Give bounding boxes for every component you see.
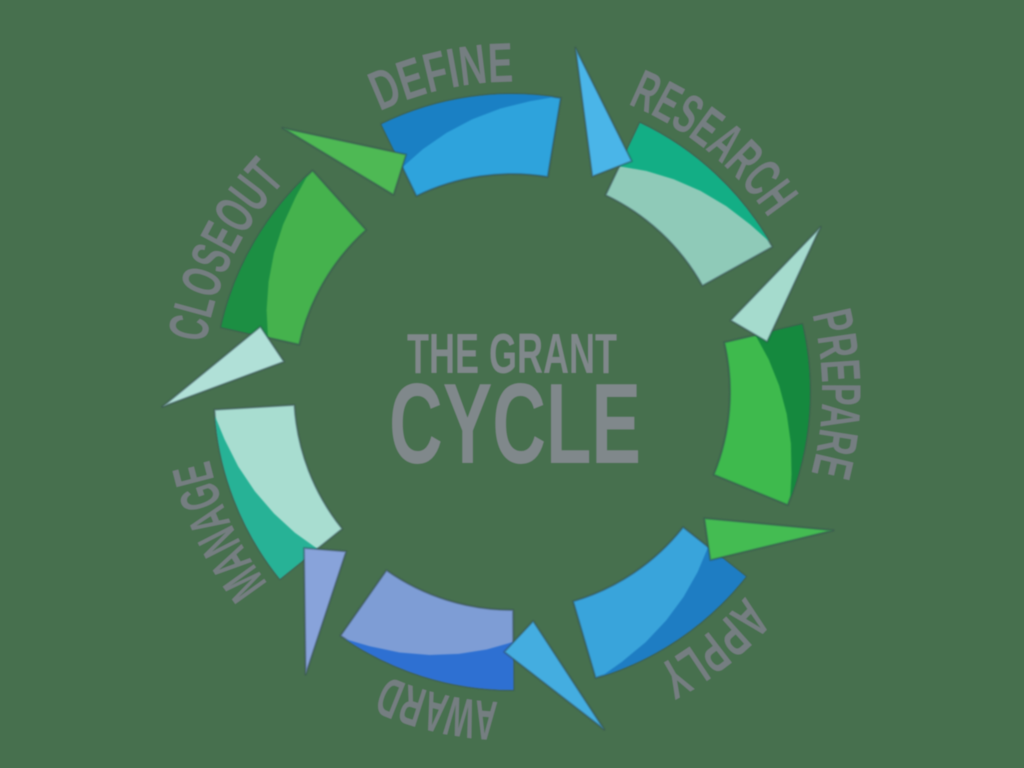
cycle-arrow-bodies <box>213 93 811 692</box>
stage-arrow-shade-apply <box>587 546 746 678</box>
stage-arrow-research <box>604 121 774 287</box>
stage-arrowhead-define <box>574 46 633 178</box>
stage-arrow-shade-manage <box>214 405 318 579</box>
stage-arrowhead-award <box>303 547 348 676</box>
stage-arrowhead-research <box>729 225 822 343</box>
stage-arrowhead-manage <box>161 325 285 408</box>
stage-arrowhead-prepare <box>703 517 835 562</box>
center-title: THE GRANT CYCLE <box>389 322 641 488</box>
title-line-2: CYCLE <box>389 361 641 488</box>
stage-arrow-shade-closeout <box>221 170 317 338</box>
cycle-arrowheads <box>161 46 835 731</box>
stage-arrow-award <box>339 569 515 692</box>
stage-label-prepare: PREPARE <box>800 303 873 485</box>
stage-arrow-define <box>380 93 562 198</box>
stage-arrowhead-closeout <box>281 126 408 196</box>
stage-arrowhead-apply <box>503 620 606 731</box>
stage-arrow-closeout <box>220 169 368 346</box>
stage-arrow-apply <box>572 526 747 679</box>
stage-arrow-shade-research <box>619 122 773 254</box>
title-line-1: THE GRANT <box>407 322 617 386</box>
stage-arrow-manage <box>213 404 344 580</box>
stage-arrow-shade-award <box>340 634 514 691</box>
stage-arrow-prepare <box>712 323 811 506</box>
